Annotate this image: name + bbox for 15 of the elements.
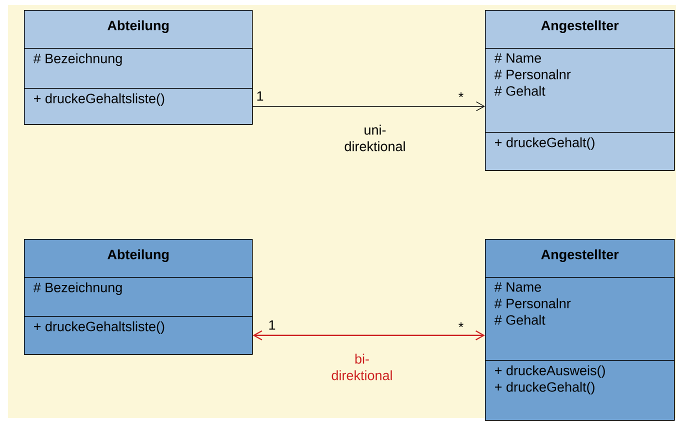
multiplicity-label: 1 (269, 320, 276, 330)
class-compartment: # Name # Personalnr # Gehalt (485, 277, 675, 361)
multiplicity-label: * (458, 92, 464, 98)
multiplicity-label: 1 (257, 91, 264, 101)
class-compartment: # Bezeichnung (24, 277, 253, 317)
class-compartment: + druckeGehaltsliste() (24, 88, 253, 125)
class-compartment: + druckeAusweis() + druckeGehalt() (485, 360, 675, 421)
class-compartment: + druckeGehalt() (485, 132, 675, 171)
multiplicity-label: * (458, 322, 464, 328)
association-arrow (252, 102, 485, 112)
association-arrow (252, 330, 485, 340)
edge-label: bi- direktional (332, 354, 392, 380)
class-compartment: # Bezeichnung (24, 48, 253, 89)
class-compartment: + druckeGehaltsliste() (24, 316, 253, 355)
edge-label: uni- direktional (344, 124, 405, 152)
